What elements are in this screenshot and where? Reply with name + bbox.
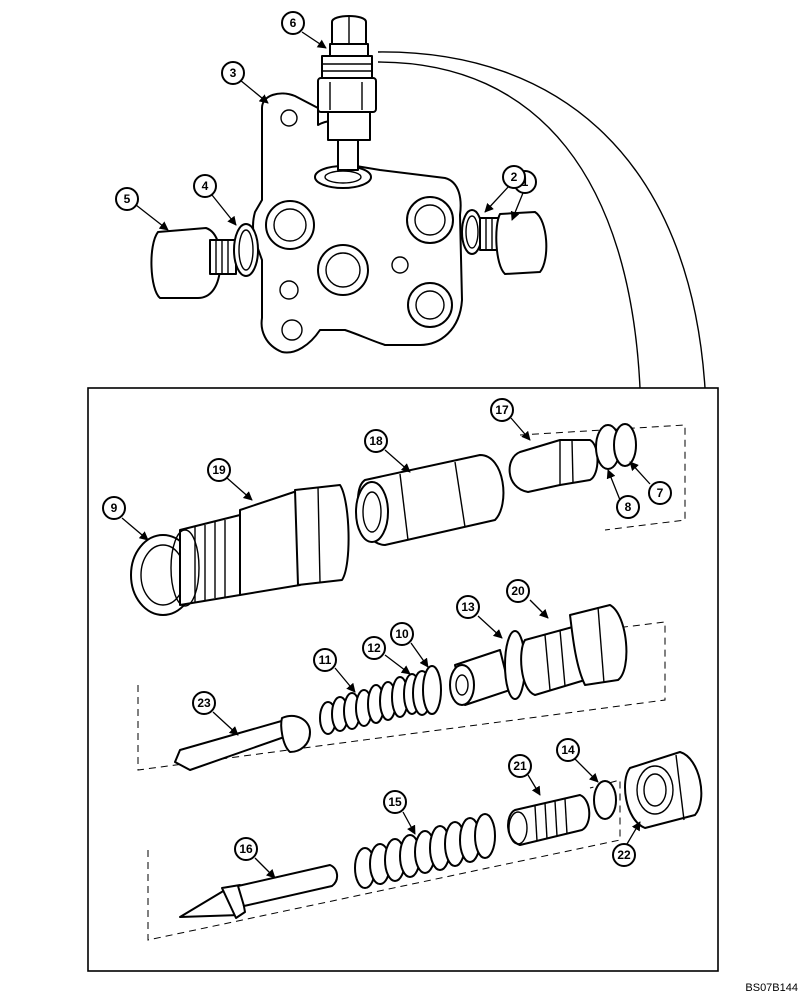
svg-text:6: 6 <box>290 16 297 30</box>
svg-text:4: 4 <box>202 179 209 193</box>
callout-6: 6 <box>281 11 305 35</box>
svg-text:9: 9 <box>111 501 118 515</box>
callout-19: 19 <box>207 458 231 482</box>
o-ring-part-10 <box>422 665 442 715</box>
svg-text:10: 10 <box>395 627 409 641</box>
callout-9: 9 <box>102 496 126 520</box>
relief-cartridge-part-6 <box>317 15 377 171</box>
plug-part-1 <box>479 211 548 275</box>
dashed-frame-row-a <box>519 424 686 531</box>
svg-text:20: 20 <box>511 584 525 598</box>
callout-16: 16 <box>234 837 258 861</box>
callout-21: 21 <box>508 754 532 778</box>
callout-leaders <box>121 31 651 879</box>
svg-text:5: 5 <box>124 192 131 206</box>
plug-part-5 <box>150 227 237 299</box>
callout-17: 17 <box>490 398 514 422</box>
callout-4: 4 <box>193 174 217 198</box>
svg-text:7: 7 <box>657 486 664 500</box>
pin-part-16 <box>179 864 338 919</box>
valve-body-part-3 <box>252 92 463 354</box>
svg-text:19: 19 <box>212 463 226 477</box>
nut-part-22 <box>624 751 703 829</box>
o-ring-part-14 <box>593 780 617 820</box>
callout-14: 14 <box>556 738 580 762</box>
cap-part-20 <box>520 604 628 696</box>
connector-arc-inner <box>377 61 641 389</box>
callout-18: 18 <box>364 429 388 453</box>
svg-text:2: 2 <box>511 170 518 184</box>
spring-part-11 <box>319 673 421 735</box>
svg-text:11: 11 <box>319 653 332 667</box>
connector-arc-outer <box>377 51 706 389</box>
fitting-part-19 <box>170 484 350 607</box>
callout-3: 3 <box>221 61 245 85</box>
backup-ring-part-7 <box>613 423 637 467</box>
callout-2: 2 <box>502 165 526 189</box>
svg-text:14: 14 <box>561 743 575 757</box>
plunger-part-13 <box>449 630 526 706</box>
svg-text:15: 15 <box>388 795 402 809</box>
callout-22: 22 <box>612 843 636 867</box>
adjuster-part-21 <box>507 794 591 846</box>
poppet-part-17 <box>508 439 599 493</box>
svg-text:17: 17 <box>495 403 509 417</box>
callout-5: 5 <box>115 187 139 211</box>
figure-code: BS07B144 <box>745 982 798 994</box>
sleeve-part-18 <box>355 454 505 546</box>
svg-text:16: 16 <box>239 842 253 856</box>
callout-11: 11 <box>313 648 337 672</box>
callout-8: 8 <box>616 495 640 519</box>
svg-text:8: 8 <box>625 500 632 514</box>
callout-20: 20 <box>506 579 530 603</box>
svg-text:13: 13 <box>461 600 475 614</box>
callout-23: 23 <box>192 691 216 715</box>
callout-15: 15 <box>383 790 407 814</box>
svg-text:18: 18 <box>369 434 383 448</box>
o-ring-part-4 <box>233 223 259 277</box>
svg-text:12: 12 <box>367 641 381 655</box>
callout-13: 13 <box>456 595 480 619</box>
pin-part-23 <box>174 714 311 771</box>
callout-7: 7 <box>648 481 672 505</box>
svg-text:22: 22 <box>617 848 631 862</box>
detail-box <box>87 387 719 972</box>
callout-10: 10 <box>390 622 414 646</box>
svg-text:21: 21 <box>513 759 527 773</box>
dashed-frame-row-b <box>137 621 666 771</box>
svg-text:3: 3 <box>230 66 237 80</box>
svg-text:1: 1 <box>522 175 529 189</box>
spring-part-15 <box>354 813 496 889</box>
callout-12: 12 <box>362 636 386 660</box>
svg-text:23: 23 <box>197 696 211 710</box>
